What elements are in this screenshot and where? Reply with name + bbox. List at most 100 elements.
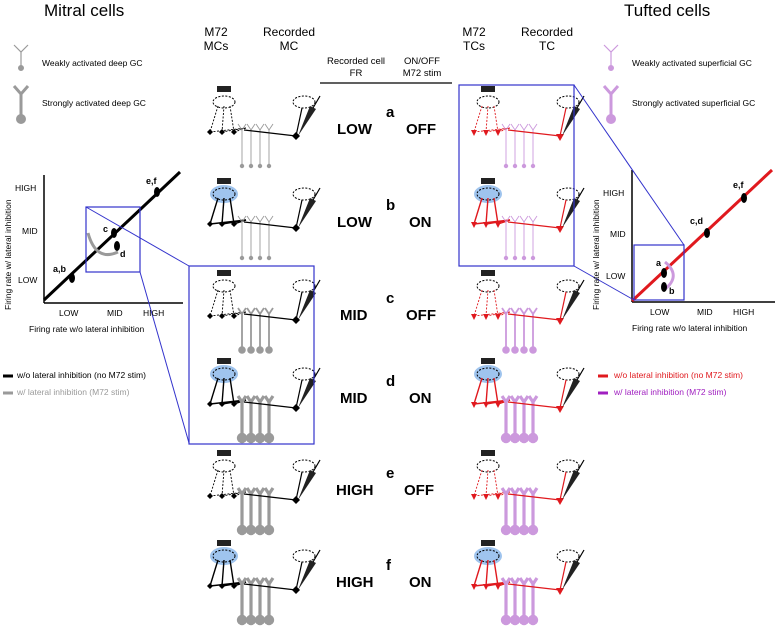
tufted-legend-with-li: w/ lateral inhibition (M72 stim) (614, 387, 727, 397)
tufted-strong-gc-glyph (602, 85, 620, 124)
mc-circuit-e (207, 450, 321, 536)
recorded-glomerulus (292, 187, 316, 201)
recording-pipette-icon (298, 470, 316, 500)
recorded-cell-soma (556, 406, 564, 413)
recorded-cell-soma (292, 586, 300, 594)
row-d-fr: MID (340, 390, 368, 407)
tc-circuit-f (471, 540, 585, 626)
m72-glomerulus (476, 367, 500, 381)
recorded-cell-soma (556, 318, 564, 325)
mitral-point-label-ab: a,b (53, 264, 67, 274)
mitral-li-curve (86, 232, 119, 257)
recorded-cell-soma (556, 588, 564, 595)
tufted-point-label-a: a (656, 258, 662, 268)
mitral-ytick-mid: MID (22, 226, 38, 236)
tufted-zoom-frame (458, 84, 575, 267)
mitral-xlabel: Firing rate w/o lateral inhibition (29, 324, 145, 334)
stim-electrode-icon (481, 270, 495, 276)
mc-circuit-d (207, 358, 321, 444)
recorded-cell-soma (556, 134, 564, 141)
recorded-glomerulus (556, 367, 580, 381)
recording-pipette-icon (298, 378, 316, 408)
recorded-glomerulus (556, 95, 580, 109)
mitral-xtick-low: LOW (59, 308, 79, 318)
stim-electrode-icon (217, 178, 231, 184)
row-e-letter: e (386, 465, 395, 482)
tufted-xlabel: Firing rate w/o lateral inhibition (632, 323, 748, 333)
m72-glomerulus (476, 279, 500, 293)
recording-pipette-icon (298, 198, 316, 228)
row-c-fr: MID (340, 307, 368, 324)
mitral-zoom-frame (188, 265, 315, 445)
m72-glomerulus (476, 459, 500, 473)
recording-pipette-icon (562, 198, 580, 228)
stim-electrode-icon (481, 86, 495, 92)
m72-glomerulus (212, 279, 236, 293)
row-a-stim: OFF (406, 121, 436, 138)
mitral-point-d (114, 241, 120, 251)
recording-pipette-icon (298, 560, 316, 590)
recording-pipette-icon (562, 378, 580, 408)
row-b-stim: ON (409, 214, 432, 231)
row-f-fr: HIGH (336, 574, 374, 591)
stim-electrode-icon (217, 358, 231, 364)
m72-glomerulus (212, 459, 236, 473)
mitral-legend-with-li: w/ lateral inhibition (M72 stim) (17, 387, 130, 397)
tufted-point-label-b: b (669, 286, 675, 296)
row-f-stim: ON (409, 574, 432, 591)
tufted-point-b (661, 282, 667, 292)
tufted-zoom-line-bottom (573, 265, 635, 301)
tufted-zoom-line-top (573, 84, 685, 246)
stim-electrode-icon (481, 178, 495, 184)
m72-glomerulus (212, 187, 236, 201)
mitral-strong-gc-glyph (12, 85, 30, 124)
mitral-zoom-line-top (85, 206, 190, 267)
tufted-point-cd (704, 228, 710, 238)
row-c-letter: c (386, 290, 395, 307)
tufted-strong-gc-label: Strongly activated superficial GC (632, 98, 756, 108)
mc-circuit-a (207, 86, 321, 169)
tc-circuit-b (471, 178, 585, 261)
m72-glomerulus (476, 187, 500, 201)
mitral-point-label-ef: e,f (146, 176, 157, 186)
mitral-legend-without-li: w/o lateral inhibition (no M72 stim) (17, 370, 146, 380)
tufted-weak-gc-label: Weakly activated superficial GC (632, 58, 752, 68)
mitral-zoom-box (85, 206, 141, 273)
tc-circuit-c (471, 270, 585, 354)
recording-pipette-icon (562, 560, 580, 590)
recorded-glomerulus (556, 187, 580, 201)
tufted-point-label-cd: c,d (690, 216, 704, 226)
stim-electrode-icon (217, 540, 231, 546)
stim-electrode-icon (217, 270, 231, 276)
tufted-xtick-high: HIGH (733, 307, 755, 317)
tufted-cells-title: Tufted cells (624, 1, 711, 20)
recording-pipette-icon (298, 106, 316, 136)
row-b-fr: LOW (337, 214, 372, 231)
tufted-legend-without-li: w/o lateral inhibition (no M72 stim) (614, 370, 743, 380)
stim-electrode-icon (217, 86, 231, 92)
mitral-cells-title: Mitral cells (44, 1, 125, 20)
recorded-glomerulus (292, 459, 316, 473)
row-b-letter: b (386, 197, 396, 214)
m72-glomerulus (212, 549, 236, 563)
tc-circuit-a (471, 86, 585, 169)
mitral-ylabel: Firing rate w/ lateral inhibition (3, 199, 13, 310)
mc-circuit-c (207, 270, 321, 354)
mitral-point-ab (69, 273, 75, 283)
recorded-cell-soma (292, 132, 300, 140)
recorded-glomerulus (292, 549, 316, 563)
row-a-letter: a (386, 104, 395, 121)
recorded-cell-soma (556, 226, 564, 233)
row-d-stim: ON (409, 390, 432, 407)
recording-pipette-icon (562, 106, 580, 136)
tufted-zoom-box (633, 244, 685, 301)
recorded-cell-soma (292, 404, 300, 412)
tufted-identity-line (630, 168, 774, 303)
stim-electrode-icon (481, 358, 495, 364)
tufted-xtick-low: LOW (650, 307, 670, 317)
m72-glomerulus (476, 549, 500, 563)
mitral-weak-gc-glyph (13, 44, 29, 71)
mitral-point-label-c: c (103, 224, 109, 234)
mitral-xtick-mid: MID (107, 308, 123, 318)
mitral-ytick-low: LOW (18, 275, 38, 285)
